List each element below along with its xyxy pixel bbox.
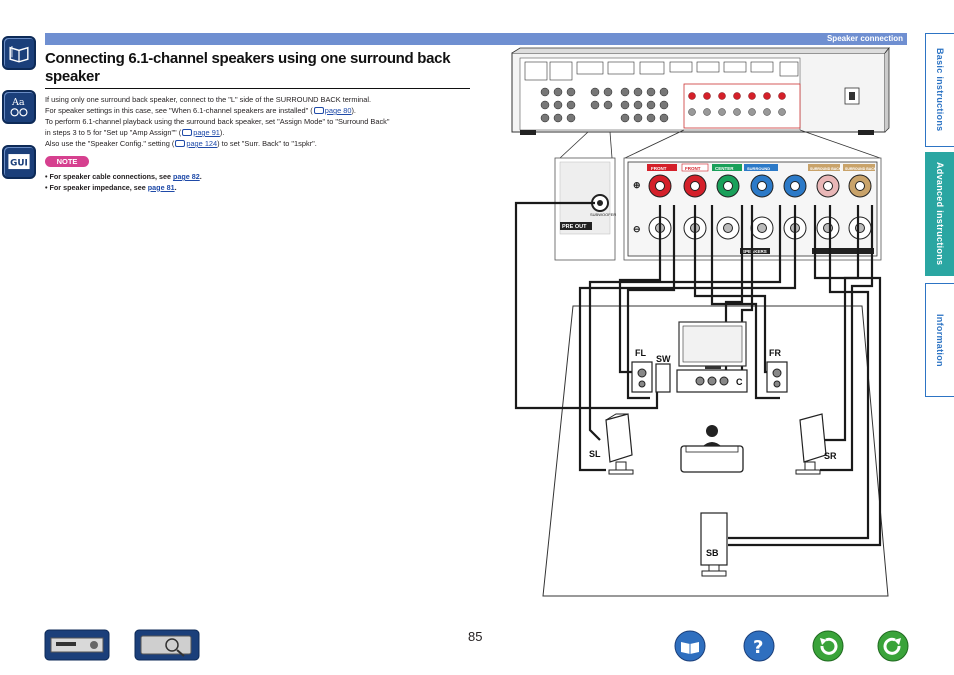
binding-post-center: [823, 181, 833, 191]
binding-post-center: [855, 223, 865, 233]
page-title: Connecting 6.1-channel speakers using on…: [45, 50, 470, 89]
speaker-c: [676, 369, 748, 393]
svg-text:GUI: GUI: [10, 159, 28, 169]
speaker-fl: [631, 361, 653, 393]
speaker-label-fl: FL: [635, 348, 646, 358]
speaker-label-fr: FR: [769, 348, 781, 358]
terminal-label: FRONT: [651, 166, 667, 171]
front-panel-button[interactable]: [44, 629, 110, 666]
paragraph: To perform 6.1-channel playback using th…: [45, 117, 390, 126]
speaker-sr: [795, 413, 827, 475]
page-link[interactable]: page 91: [193, 128, 220, 137]
page-link[interactable]: page 80: [324, 106, 352, 115]
page-ref-icon: [175, 140, 186, 147]
gui-icon[interactable]: GUI: [2, 145, 36, 179]
tab-information[interactable]: Information: [925, 283, 954, 397]
note-item: • For speaker impedance, see page 81.: [45, 182, 177, 192]
contents-icon[interactable]: [674, 630, 706, 662]
binding-post-center: [855, 181, 865, 191]
display-button[interactable]: [134, 629, 200, 666]
paragraph: Also use the "Speaker Config." setting (…: [45, 139, 317, 148]
speaker-sb: [700, 512, 728, 577]
page-number: 85: [468, 629, 483, 644]
speaker-label-sl: SL: [589, 449, 601, 459]
binding-post-center: [723, 181, 733, 191]
tab-label: Basic instructions: [935, 48, 945, 132]
page-link[interactable]: page 124: [186, 139, 218, 148]
terminal-label: FRONT: [685, 166, 701, 171]
paragraph: in steps 3 to 5 for "Set up "Amp Assign"…: [45, 128, 225, 137]
listener-sofa: [680, 425, 744, 473]
terminal-label: SURROUND BACK: [810, 167, 842, 171]
terminal-label: SURROUND BACK: [845, 167, 877, 171]
terminal-label: SURROUND: [747, 166, 770, 171]
speaker-cables: [514, 201, 882, 547]
paragraph: For speaker settings in this case, see "…: [45, 106, 356, 115]
note-list: • For speaker cable connections, see pag…: [45, 172, 202, 193]
svg-text:Aa: Aa: [11, 97, 25, 108]
body-text: If using only one surround back speaker,…: [45, 94, 475, 149]
page-ref-icon: [182, 129, 193, 136]
binding-post-center: [757, 223, 767, 233]
preout-label: PRE OUT: [562, 224, 587, 230]
speaker-label-sb: SB: [706, 548, 719, 558]
speakers-label: SPEAKERS: [742, 249, 767, 254]
font-symbols-icon[interactable]: Aa: [2, 90, 36, 124]
binding-post-center: [757, 181, 767, 191]
speaker-fr: [766, 361, 788, 393]
binding-post-center: [655, 181, 665, 191]
receiver-rear-panel: [511, 46, 890, 135]
svg-text:⊕: ⊕: [633, 180, 641, 190]
tab-label: Advanced instructions: [935, 162, 945, 266]
tab-basic-instructions[interactable]: Basic instructions: [925, 33, 954, 147]
note-badge: NOTE: [45, 156, 89, 167]
paragraph: If using only one surround back speaker,…: [45, 95, 372, 104]
preout-zoom-panel: SUBWOOFER PRE OUT: [554, 157, 616, 261]
tab-label: Information: [935, 313, 945, 367]
title-line: Connecting 6.1-channel speakers using on…: [45, 50, 451, 67]
binding-post-center: [723, 223, 733, 233]
help-icon[interactable]: ?: [743, 630, 775, 662]
page-link[interactable]: page 82: [172, 172, 200, 181]
binding-post-center: [790, 181, 800, 191]
forward-icon[interactable]: [877, 630, 909, 662]
section-header-bar: Speaker connection: [45, 33, 907, 45]
section-label: Speaker connection: [826, 34, 903, 43]
title-line: speaker: [45, 68, 100, 85]
tab-advanced-instructions[interactable]: Advanced instructions: [925, 152, 954, 276]
subwoofer-label: SUBWOOFER: [590, 212, 616, 217]
terminal-label: CENTER: [715, 166, 734, 171]
speaker-label-sr: SR: [824, 451, 837, 461]
note-item: • For speaker cable connections, see pag…: [45, 172, 202, 181]
svg-text:⊖: ⊖: [633, 224, 641, 234]
contents-book-icon[interactable]: [2, 36, 36, 70]
speaker-sl: [605, 413, 634, 475]
tv: [678, 321, 747, 369]
page-link[interactable]: page 81: [147, 182, 175, 192]
binding-post-center: [823, 223, 833, 233]
page-ref-icon: [313, 107, 324, 114]
speaker-label-sw: SW: [656, 354, 671, 364]
back-icon[interactable]: [812, 630, 844, 662]
speaker-label-c: C: [736, 377, 743, 387]
speaker-sw: [655, 363, 671, 393]
svg-text:?: ?: [753, 637, 763, 658]
binding-post-center: [690, 181, 700, 191]
